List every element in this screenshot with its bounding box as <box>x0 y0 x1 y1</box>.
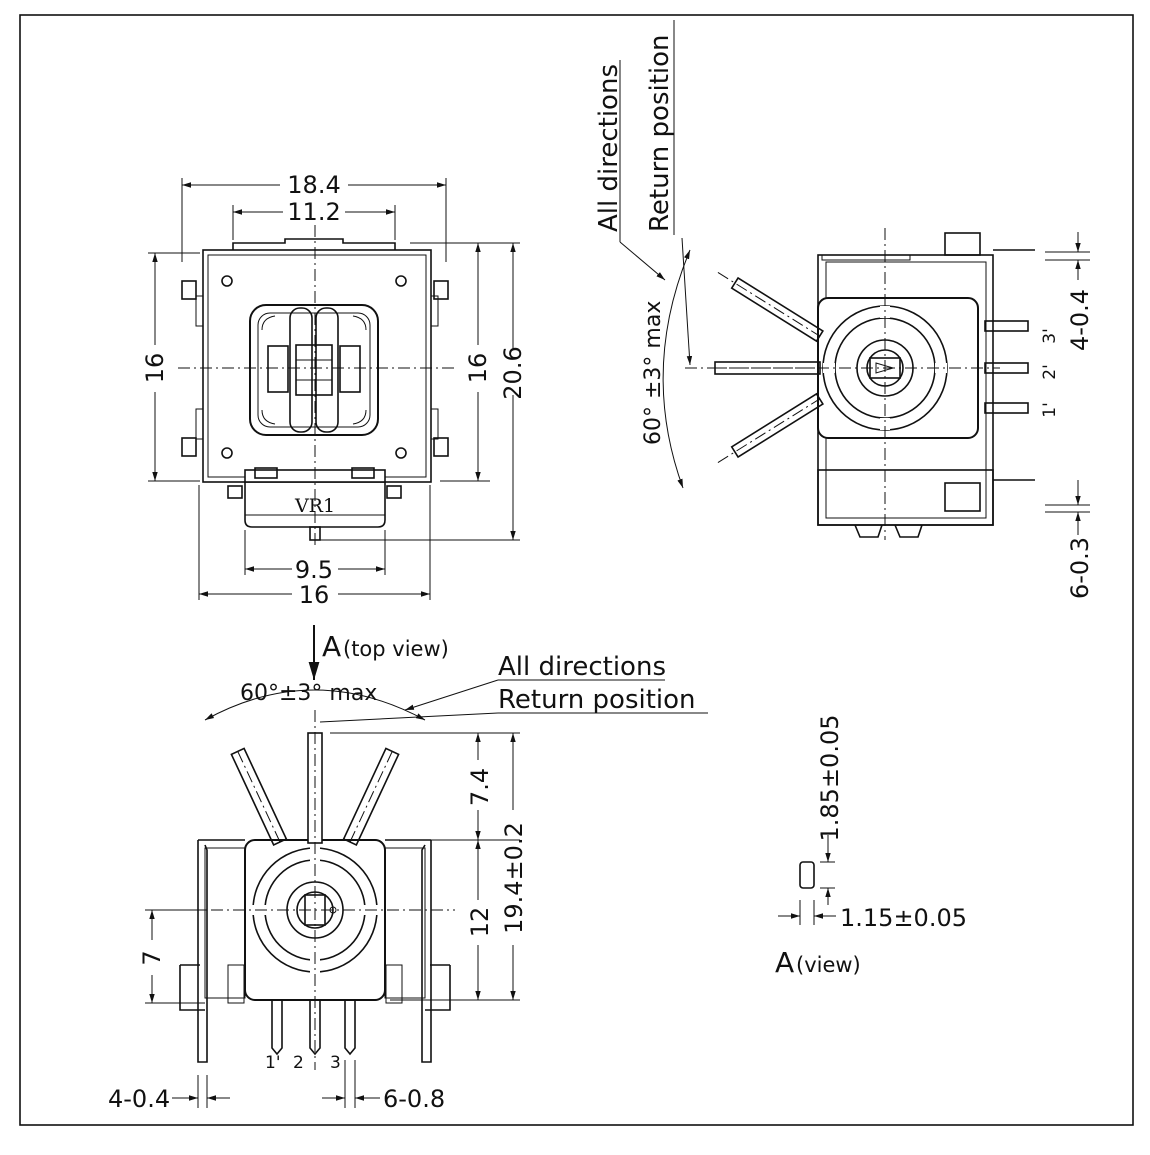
side-view: All directions Return position 60° ±3° m… <box>594 20 1094 599</box>
dim-bottom-outer: 16 <box>299 581 330 609</box>
front-dim-center: 7 <box>138 950 166 965</box>
front-dim-total: 19.4±0.2 <box>500 822 528 934</box>
front-pin-2: 2 <box>293 1053 304 1073</box>
side-label-all-directions: All directions <box>594 64 624 232</box>
side-pin-1: 1' <box>1040 402 1060 418</box>
side-pin-width: 6-0.3 <box>1066 537 1094 599</box>
dim-height-right-inner: 16 <box>464 353 492 384</box>
front-view-marker-note: (top view) <box>343 637 449 661</box>
front-dim-stick: 7.4 <box>466 768 494 806</box>
side-angle: 60° ±3° max <box>641 301 666 445</box>
front-pin-pitch: 4-0.4 <box>108 1085 170 1113</box>
front-dim-body: 12 <box>466 907 494 938</box>
dim-height-right-outer: 20.6 <box>499 346 527 399</box>
detail-view: 1.85±0.05 1.15±0.05 A (view) <box>775 715 967 979</box>
detail-view-marker-note: (view) <box>796 953 861 977</box>
detail-dim-height: 1.85±0.05 <box>816 715 844 842</box>
front-label-return-position: Return position <box>498 685 696 715</box>
side-pin-2: 2' <box>1040 364 1060 380</box>
detail-view-marker: A <box>775 946 794 979</box>
top-view: VR1 18.4 11.2 16 16 20.6 <box>141 171 527 609</box>
front-label-all-directions: All directions <box>498 652 666 682</box>
front-pin-1: 1' <box>265 1053 281 1073</box>
front-view: A (top view) All directions Return posit… <box>108 625 708 1113</box>
side-pin-3: 3' <box>1040 328 1060 344</box>
side-label-return-position: Return position <box>645 34 675 232</box>
dim-width-outer: 18.4 <box>287 171 340 199</box>
front-pin-3: 3 <box>330 1053 341 1073</box>
drawing-frame <box>19 14 1134 1126</box>
side-pin-pitch: 4-0.4 <box>1066 289 1094 351</box>
dim-height-left: 16 <box>141 353 169 384</box>
dim-width-inner: 11.2 <box>287 198 340 226</box>
front-angle: 60°±3° max <box>240 681 377 706</box>
detail-dim-width: 1.15±0.05 <box>840 904 967 932</box>
dim-bottom-inner: 9.5 <box>295 556 333 584</box>
joystick-window <box>249 304 379 436</box>
front-pin-width: 6-0.8 <box>383 1085 445 1113</box>
front-view-marker: A <box>322 630 341 663</box>
detail-pin-section <box>799 861 815 889</box>
